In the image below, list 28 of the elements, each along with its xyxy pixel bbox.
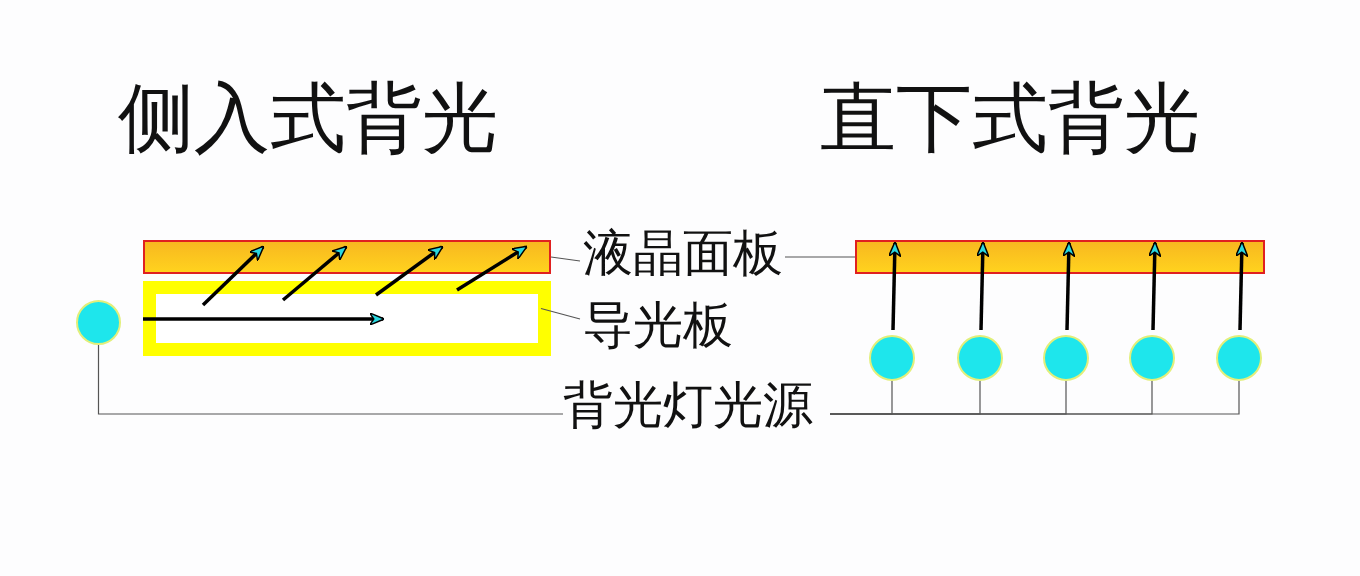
arrow bbox=[456, 245, 528, 292]
heading: 侧入式背光 bbox=[118, 80, 498, 156]
panel-bar bbox=[855, 240, 1265, 274]
part-label: 导光板 bbox=[583, 300, 733, 350]
leader-line bbox=[829, 380, 1240, 415]
arrow bbox=[281, 245, 348, 302]
heading: 直下式背光 bbox=[820, 80, 1200, 156]
arrow bbox=[975, 241, 990, 331]
light-source-circle bbox=[869, 335, 915, 381]
part-label: 背光灯光源 bbox=[563, 380, 813, 430]
panel-bar bbox=[143, 240, 551, 274]
leader-line bbox=[97, 344, 564, 415]
part-label: 液晶面板 bbox=[583, 228, 783, 278]
arrow bbox=[1234, 241, 1249, 331]
arrow bbox=[1061, 241, 1076, 331]
arrow bbox=[887, 241, 902, 331]
light-source-circle bbox=[957, 335, 1003, 381]
light-source-circle bbox=[76, 300, 121, 345]
light-source-circle bbox=[1043, 335, 1089, 381]
leader-line bbox=[784, 256, 856, 258]
arrow bbox=[1147, 241, 1162, 331]
arrow bbox=[374, 245, 444, 297]
light-source-circle bbox=[1129, 335, 1175, 381]
arrow bbox=[201, 245, 265, 307]
plate-frame bbox=[143, 281, 551, 356]
light-source-circle bbox=[1216, 335, 1262, 381]
leader-line bbox=[540, 307, 581, 320]
leader-line bbox=[550, 256, 581, 262]
